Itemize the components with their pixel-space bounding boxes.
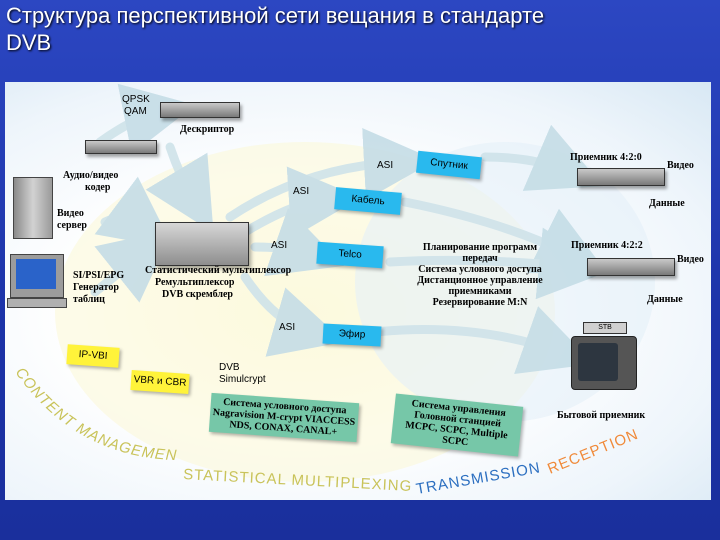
arrow-si-to-mux xyxy=(90,229,174,303)
receiver-1-device xyxy=(577,168,665,186)
title-line-1: Структура перспективной сети вещания в с… xyxy=(6,3,545,28)
label-qam: QAM xyxy=(124,106,147,117)
tv-screen xyxy=(578,343,618,381)
mux-device xyxy=(155,222,249,266)
label-satellite: Спутник xyxy=(429,157,469,172)
diagram-panel: CONTENT MANAGEMENT STATISTICAL MULTIPLEX… xyxy=(5,82,711,500)
label-home-receiver: Бытовой приемник xyxy=(557,410,646,421)
label-mux-3: DVB скремблер xyxy=(162,289,233,300)
arrow-server-to-mux xyxy=(94,176,174,249)
vbr-cbr-box: VBR и CBR xyxy=(130,370,190,394)
label-cable: Кабель xyxy=(350,193,386,208)
label-simulcrypt-1: DVB xyxy=(219,362,240,373)
epg-monitor xyxy=(10,254,64,298)
label-asi-1: ASI xyxy=(377,160,394,171)
stb-box: STB xyxy=(583,322,627,334)
label-data-2: Данные xyxy=(647,294,683,305)
label-stb: STB xyxy=(598,324,612,331)
planning-line-4: Дистанционное управление xyxy=(417,275,543,286)
qpsk-device xyxy=(160,102,240,118)
label-av-coder-1: Аудио/видео xyxy=(63,170,119,181)
label-simulcrypt-2: Simulcrypt xyxy=(219,374,266,385)
planning-line-3: Система условного доступа xyxy=(418,264,542,275)
label-mux-1: Статистический мультиплексор xyxy=(145,265,292,276)
receiver-2-device xyxy=(587,258,675,276)
planning-block: Планирование программ передач Система ус… xyxy=(410,242,550,308)
arrow-desc-to-mux xyxy=(145,142,214,233)
planning-line-2: передач xyxy=(462,253,498,264)
epg-screen xyxy=(16,259,56,289)
title-line-2: DVB xyxy=(6,30,52,55)
label-si-gen-3: таблиц xyxy=(73,294,105,305)
label-video-2: Видео xyxy=(677,254,704,265)
label-air: Эфир xyxy=(338,328,366,341)
label-video-1: Видео xyxy=(667,160,694,171)
banner-transmission: TRANSMISSION xyxy=(415,459,542,498)
label-si-gen-2: Генератор xyxy=(73,282,119,293)
ip-vbi-box: IP-VBI xyxy=(66,344,120,368)
label-ip-vbi: IP-VBI xyxy=(78,349,108,362)
arrow-telco-to-rx2 xyxy=(385,227,611,300)
label-qpsk: QPSK xyxy=(122,94,150,105)
coder-device xyxy=(85,140,157,154)
label-asi-4: ASI xyxy=(279,322,296,333)
arrow-mux-to-telco xyxy=(250,208,344,277)
tv-set xyxy=(571,336,637,390)
label-av-coder-2: кодер xyxy=(85,182,111,193)
label-mux-2: Ремультиплексор xyxy=(155,277,235,288)
arrow-coder-to-qpsk xyxy=(95,83,196,155)
epg-keyboard xyxy=(7,298,67,308)
air-box: Эфир xyxy=(322,323,382,347)
label-data-1: Данные xyxy=(649,198,685,209)
label-receiver-1: Приемник 4:2:0 xyxy=(570,152,642,163)
label-receiver-2: Приемник 4:2:2 xyxy=(571,240,643,251)
arrow-sat-to-rx1 xyxy=(480,124,604,191)
label-video-server-1: Видео xyxy=(57,208,84,219)
arrow-mux-to-air xyxy=(240,272,345,357)
banner-reception: RECEPTION xyxy=(545,426,641,478)
telco-box: Telco xyxy=(316,241,384,269)
planning-line-5: приемниками xyxy=(448,286,512,297)
planning-line-1: Планирование программ xyxy=(422,242,538,253)
label-descriptor: Дескриптор xyxy=(180,124,235,135)
video-server-tower xyxy=(13,177,53,239)
label-vbr-cbr: VBR и CBR xyxy=(133,374,187,389)
label-telco: Telco xyxy=(337,248,363,261)
flow-arrows xyxy=(90,83,611,374)
label-si-gen-1: SI/PSI/EPG xyxy=(73,270,125,281)
label-video-server-2: сервер xyxy=(57,220,87,231)
arrow-air-to-stb xyxy=(370,306,594,374)
slide-title: Структура перспективной сети вещания в с… xyxy=(6,2,714,56)
label-asi-2: ASI xyxy=(293,186,310,197)
label-asi-3: ASI xyxy=(271,240,288,251)
planning-line-6: Резервирование M:N xyxy=(432,297,528,308)
